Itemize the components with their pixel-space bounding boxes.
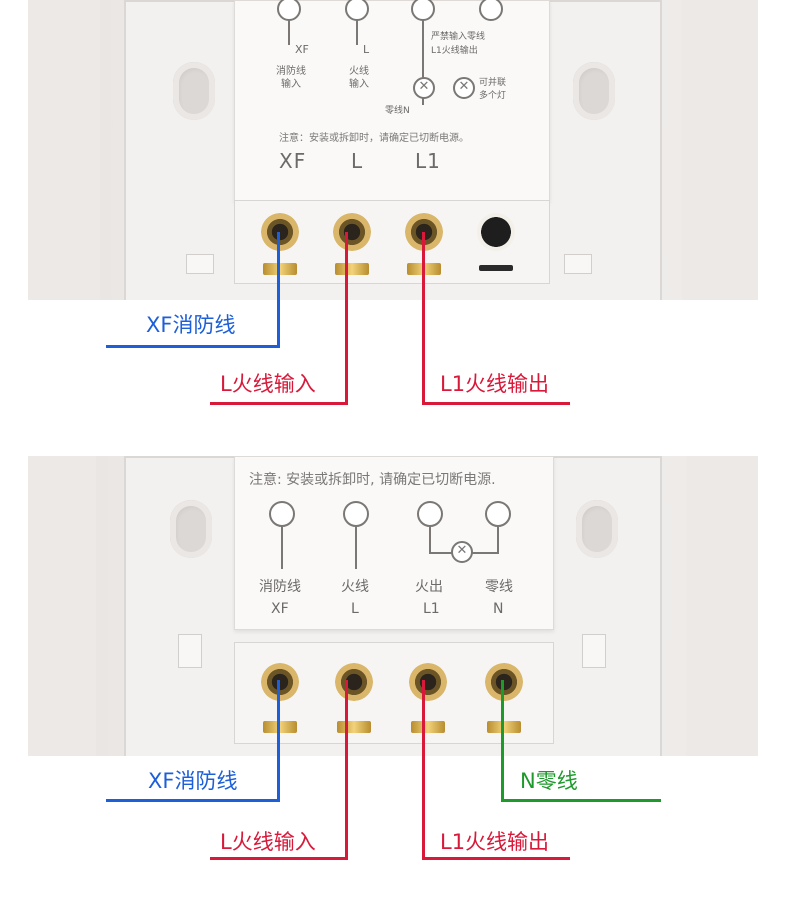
- label-cn-neutral: 零线: [485, 579, 513, 595]
- terminal-screw-l: [335, 663, 373, 701]
- caption-l1-output: L1火线输出: [431, 46, 478, 56]
- terminal-screw-xf: [261, 213, 299, 251]
- xf-wire-vertical: [277, 680, 280, 802]
- right-tab: [564, 254, 592, 274]
- diagram-line-xf: [281, 527, 283, 569]
- switch-module: XF L 消防线 输入 火线 输入 严禁输入零线 L1火线输出 ✕ ✕ 可并联 …: [234, 0, 550, 202]
- callout-live-output: L1火线输出: [440, 372, 550, 396]
- callout-live-input: L火线输入: [220, 372, 316, 396]
- terminal-screw-l: [333, 213, 371, 251]
- terminal-circle-l1: [417, 501, 443, 527]
- terminal-circle-n: [485, 501, 511, 527]
- terminal-clip-n: [479, 265, 513, 271]
- diagram-line-l1: [422, 19, 424, 105]
- diagram-line-l: [356, 19, 358, 45]
- label-en-l1: L1: [423, 601, 440, 617]
- terminal-block: [234, 642, 554, 744]
- label-cn-live: 火线: [341, 579, 369, 595]
- module-warning: 注意: 安装或拆卸时, 请确定已切断电源.: [249, 472, 496, 488]
- callout-neutral: N零线: [520, 769, 578, 793]
- diagram-line-l: [355, 527, 357, 569]
- label-cn-live-out: 火出: [415, 579, 443, 595]
- terminal-screw-n: [477, 213, 515, 251]
- right-tab: [582, 634, 606, 668]
- callout-xf-fire-line: XF消防线: [148, 769, 238, 793]
- live-output-wire-vertical: [422, 680, 425, 860]
- terminal-screw-l1: [409, 663, 447, 701]
- terminal-clip-l1: [411, 721, 445, 733]
- live-input-wire-vertical: [345, 680, 348, 860]
- switch-module: 注意: 安装或拆卸时, 请确定已切断电源. ✕ 消防线 火线 火出 零线 XF …: [234, 456, 554, 630]
- terminal-circle-l: [345, 0, 369, 21]
- live-input-wire-horizontal: [210, 402, 348, 405]
- big-label-l: L: [351, 149, 364, 173]
- live-output-wire-vertical: [422, 232, 425, 405]
- lamp-symbol: ✕: [451, 541, 473, 563]
- caption-no-neutral: 严禁输入零线: [431, 32, 486, 42]
- terminal-clip-xf: [263, 721, 297, 733]
- terminal-clip-l: [335, 263, 369, 275]
- top-switch-photo: XF L 消防线 输入 火线 输入 严禁输入零线 L1火线输出 ✕ ✕ 可并联 …: [28, 0, 758, 300]
- diagram-line-n: [497, 527, 499, 553]
- terminal-circle-l1: [411, 0, 435, 21]
- label-en-xf: XF: [271, 601, 289, 617]
- left-screw-hole: [173, 62, 215, 120]
- callout-live-output: L1火线输出: [440, 830, 550, 854]
- left-screw-hole: [170, 500, 212, 558]
- lamp-symbol-1: ✕: [413, 77, 435, 99]
- callout-live-input: L火线输入: [220, 830, 316, 854]
- neutral-wire-vertical: [501, 680, 504, 802]
- xf-wire-horizontal: [106, 799, 280, 802]
- terminal-block: [234, 200, 550, 284]
- live-input-wire-vertical: [345, 232, 348, 405]
- live-input-wire-horizontal: [210, 857, 348, 860]
- terminal-circle-l: [343, 501, 369, 527]
- neutral-wire-horizontal: [501, 799, 661, 802]
- terminal-circle-xf: [277, 0, 301, 21]
- diagram-line-l1: [429, 527, 431, 553]
- right-screw-hole: [576, 500, 618, 558]
- caption-neutral: 零线N: [385, 106, 410, 116]
- left-tab: [186, 254, 214, 274]
- terminal-screw-n: [485, 663, 523, 701]
- callout-xf-fire-line: XF消防线: [146, 313, 236, 337]
- pin-label-xf: XF: [295, 43, 309, 56]
- live-output-wire-horizontal: [422, 402, 570, 405]
- terminal-screw-xf: [261, 663, 299, 701]
- label-en-l: L: [351, 601, 359, 617]
- module-warning: 注意：安装或拆卸时，请确定已切断电源。: [279, 133, 469, 144]
- terminal-circle-xf: [269, 501, 295, 527]
- left-tab: [178, 634, 202, 668]
- caption-parallel-lamps: 可并联 多个灯: [479, 78, 507, 101]
- xf-wire-horizontal: [106, 345, 280, 348]
- caption-live-input: 火线 输入: [349, 66, 369, 90]
- terminal-clip-xf: [263, 263, 297, 275]
- terminal-clip-l: [337, 721, 371, 733]
- big-label-xf: XF: [279, 149, 307, 173]
- diagram-line-xf: [288, 19, 290, 45]
- lamp-symbol-2: ✕: [453, 77, 475, 99]
- terminal-circle-n: [479, 0, 503, 21]
- bottom-switch-photo: 注意: 安装或拆卸时, 请确定已切断电源. ✕ 消防线 火线 火出 零线 XF …: [28, 456, 758, 756]
- pin-label-l: L: [363, 43, 370, 56]
- live-output-wire-horizontal: [422, 857, 570, 860]
- label-en-n: N: [493, 601, 504, 617]
- terminal-clip-n: [487, 721, 521, 733]
- right-screw-hole: [573, 62, 615, 120]
- label-cn-fire: 消防线: [259, 579, 301, 595]
- xf-wire-vertical: [277, 232, 280, 348]
- caption-fire-input: 消防线 输入: [276, 66, 306, 90]
- big-label-l1: L1: [415, 149, 441, 173]
